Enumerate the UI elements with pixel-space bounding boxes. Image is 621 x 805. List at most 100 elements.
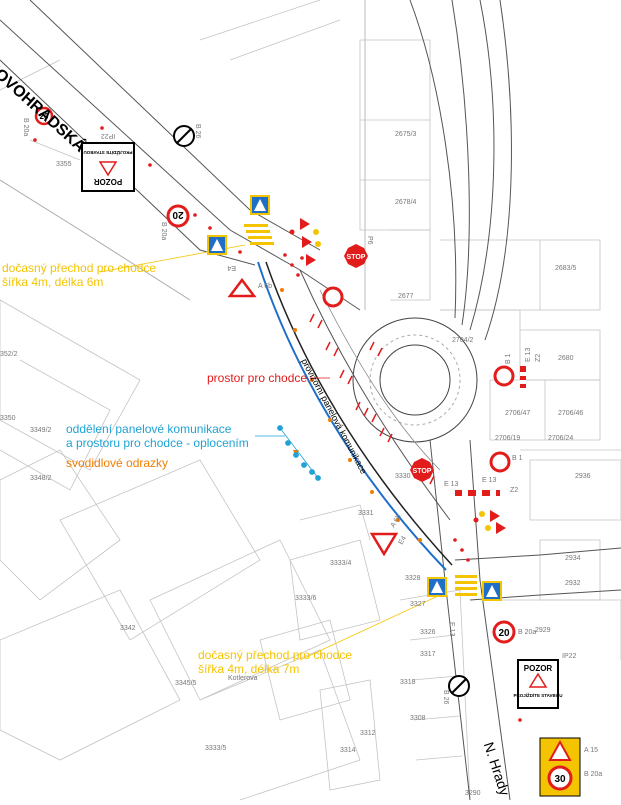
- svg-text:E 13: E 13: [482, 477, 497, 484]
- pedestrian-space-note: prostor pro chodce: [207, 371, 308, 385]
- svg-text:IP22: IP22: [101, 132, 116, 139]
- parcel-number: 3330: [395, 473, 411, 480]
- separation-note-line2: a prostoru pro chodce - oplocením: [66, 436, 249, 450]
- barrier-markers-top: [289, 218, 321, 266]
- parcel-number: 3333/4: [330, 560, 352, 567]
- svg-text:B 1: B 1: [505, 353, 512, 364]
- roads-north: [364, 0, 512, 341]
- temporary-panel-road: [257, 261, 453, 571]
- fence-marks: [309, 313, 435, 485]
- parcel-number: 3290: [465, 790, 481, 797]
- parcel-number: 3355: [56, 161, 72, 168]
- svg-text:E 13: E 13: [444, 481, 459, 488]
- svg-text:30: 30: [554, 774, 566, 785]
- parcel-number: 3318: [400, 679, 416, 686]
- parcel-number: 2934: [565, 555, 581, 562]
- parcel-number: 2932: [565, 580, 581, 587]
- parcel-number: 3326: [420, 629, 436, 636]
- no-entry-sign-right-b: B 1 E 13 Z2: [455, 451, 523, 496]
- svg-text:A 15: A 15: [584, 747, 598, 754]
- svg-text:PROJÍŽDÍTE STAVBOU: PROJÍŽDÍTE STAVBOU: [513, 691, 562, 698]
- svg-text:B 26: B 26: [194, 124, 201, 139]
- svg-text:E4: E4: [398, 535, 408, 546]
- no-entry-sign-top: [322, 286, 344, 308]
- svg-text:B 26: B 26: [442, 690, 449, 705]
- stop-sign-middle: STOP E 13: [410, 458, 459, 488]
- crossing-top: [244, 224, 274, 245]
- svg-text:PROJÍŽDÍTE STAVBOU: PROJÍŽDÍTE STAVBOU: [83, 150, 132, 157]
- traffic-dots: [33, 126, 522, 722]
- separation-fence: [277, 425, 321, 481]
- parcel-number: 3328: [405, 575, 421, 582]
- svg-text:A 6b: A 6b: [390, 513, 403, 529]
- parcel-number: 3308: [410, 715, 426, 722]
- parcel-number: Kotlerova: [228, 675, 258, 682]
- svg-text:E 13: E 13: [525, 347, 532, 362]
- parcel-number: 3312: [360, 730, 376, 737]
- b26-sign-bottom: B 26: [442, 675, 470, 705]
- svg-text:P6: P6: [366, 236, 373, 245]
- parcel-number: 3345/5: [175, 680, 197, 687]
- parcel-number: 3317: [420, 651, 436, 658]
- parcel-number: 2706/46: [558, 410, 583, 417]
- separation-note-line1: oddělení panelové komunikace: [66, 422, 232, 436]
- parcel-number: 3342: [120, 625, 136, 632]
- roadwork-sign-a15: A 15: [539, 737, 598, 797]
- svg-text:STOP: STOP: [347, 254, 366, 261]
- svg-text:STOP: STOP: [413, 468, 432, 475]
- parcel-number: 2706/24: [548, 435, 573, 442]
- parcel-number: 2680: [558, 355, 574, 362]
- svg-text:20: 20: [498, 628, 510, 639]
- parcel-number: 2929: [535, 627, 551, 634]
- parcel-number: 3327: [410, 601, 426, 608]
- speed-limit-30-sign: 30 B 20a: [547, 765, 602, 791]
- parcel-number: 3348/2: [30, 475, 52, 482]
- svg-text:POZOR: POZOR: [524, 664, 553, 673]
- svg-text:B 20a: B 20a: [584, 771, 602, 778]
- svg-text:POZOR: POZOR: [94, 177, 123, 186]
- parcel-number: 2704/2: [452, 337, 474, 344]
- crossing-bottom-note-line1: dočasný přechod pro chodce: [198, 648, 353, 662]
- parcel-number: 2706/47: [505, 410, 530, 417]
- svg-text:B 20a: B 20a: [160, 222, 167, 240]
- parcel-number: 2677: [398, 293, 414, 300]
- svg-text:B 20a: B 20a: [22, 118, 29, 136]
- warning-sign-ip22-top: POZOR PROJÍŽDÍTE STAVBOU IP22: [81, 132, 135, 192]
- plate-e13-bottom: E 13: [448, 622, 455, 637]
- svg-text:B 20a: B 20a: [518, 629, 536, 636]
- parcel-number: 2675/3: [395, 131, 417, 138]
- crossing-top-note-line1: dočasný přechod pro chodce: [2, 261, 157, 275]
- parcel-number: 3333/5: [205, 745, 227, 752]
- parcel-number: 3350: [0, 415, 16, 422]
- stop-sign-top: STOP P6: [344, 236, 373, 268]
- barrier-markers-bottom: [473, 510, 506, 534]
- parcel-number: 3314: [340, 747, 356, 754]
- b26-sign: B 26: [173, 124, 201, 147]
- svg-text:Z2: Z2: [535, 354, 542, 362]
- yield-sign-top: A 6b E4: [227, 264, 272, 298]
- parcel-numbers: 2675/3 2678/4 2677 2683/5 2704/2 2680 27…: [0, 131, 591, 797]
- svg-text:B 1: B 1: [512, 455, 523, 462]
- pedestrian-crossing-sign-top: [207, 195, 270, 255]
- svg-text:A 6b: A 6b: [258, 283, 272, 290]
- parcel-number: 2936: [575, 473, 591, 480]
- parcel-number: 2678/4: [395, 199, 417, 206]
- warning-sign-ip22-bottom: POZOR PROJÍŽDÍTE STAVBOU IP22: [513, 653, 577, 709]
- svg-text:E4: E4: [227, 264, 236, 271]
- speed-limit-20-sign-small: 20 B 20a: [22, 106, 54, 136]
- crossing-bottom-note-line2: šířka 4m, délka 7m: [198, 662, 300, 676]
- parcel-number: 2683/5: [555, 265, 577, 272]
- svg-text:20: 20: [40, 112, 49, 121]
- speed-limit-20-sign: 20 B 20a: [160, 204, 190, 240]
- svg-text:20: 20: [172, 209, 184, 220]
- svg-text:IP22: IP22: [562, 653, 577, 660]
- parcel-number: 352/2: [0, 351, 18, 358]
- leader-lines: [99, 244, 441, 661]
- crossing-top-note-line2: šířka 4m, délka 6m: [2, 275, 104, 289]
- svg-text:Z2: Z2: [510, 487, 518, 494]
- crossing-bottom: [455, 575, 477, 596]
- pedestrian-crossing-sign-bottom: [427, 577, 502, 601]
